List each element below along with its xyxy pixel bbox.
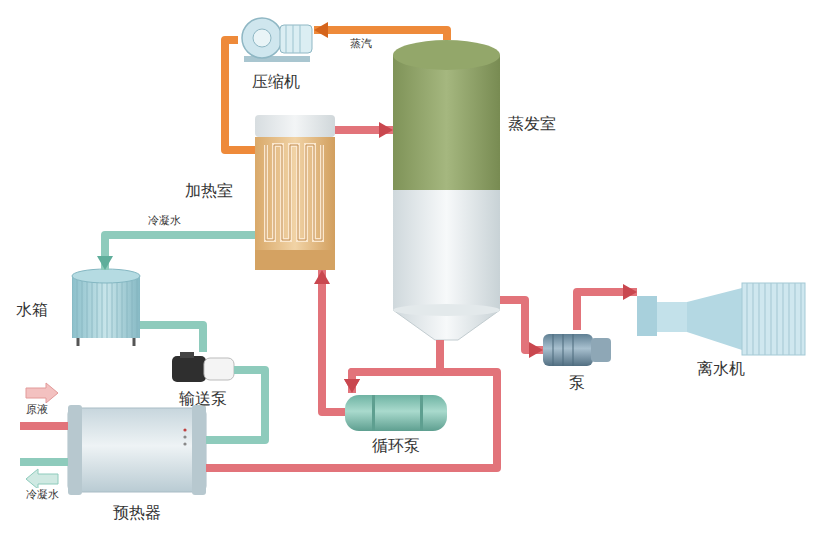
pipe-connector [322,270,345,412]
pipe-connector [335,126,393,134]
preheater-body [68,405,206,495]
equipment-label: 循环泵 [372,436,420,455]
pipe-connector [577,292,637,330]
water-tank-node: 水箱 [72,270,140,346]
feed-pipes [20,383,68,489]
centrifuge-node: 离水机 [637,283,805,355]
equipment-label: 加热室 [185,181,233,200]
compressor-icon [242,18,312,62]
evaporator-node: 蒸发室 [393,40,500,340]
equipment-label: 预热器 [113,503,161,522]
circulation-pump-icon [345,395,447,431]
pipe-connector [225,40,255,150]
transfer-pump-icon [172,352,234,382]
circulation-pump-node: 循环泵 [345,393,447,431]
pipe-connector [140,325,203,352]
compressor-node: 压缩机 [238,14,314,64]
pump-node: 泵 [543,330,611,370]
equipment-label: 离水机 [697,359,745,378]
centrifuge-icon [637,283,805,355]
pipe-connector [105,235,255,270]
transfer-pump-node: 输送泵 [172,352,234,384]
heating-chamber-body [255,115,335,270]
equipment-label: 水箱 [16,300,48,319]
equipment-label: 输送泵 [179,389,227,408]
pipe-connector [314,30,447,40]
pipe-label: 蒸汽 [348,37,374,50]
equipment-label: 蒸发室 [508,114,556,133]
equipment-label: 压缩机 [252,72,300,91]
water-tank [72,269,140,346]
stream-label: 冷凝水 [24,488,61,501]
preheater-node: 预热器 [68,405,206,495]
pipe-connector [500,300,543,350]
pipe-connector [352,340,440,393]
pipe-label: 冷凝水 [146,214,183,227]
stream-label: 原液 [24,403,50,416]
heating-chamber-node: 加热室 [255,115,335,270]
pump-icon [543,334,611,366]
evaporator-vessel [393,40,500,340]
equipment-label: 泵 [569,373,585,392]
